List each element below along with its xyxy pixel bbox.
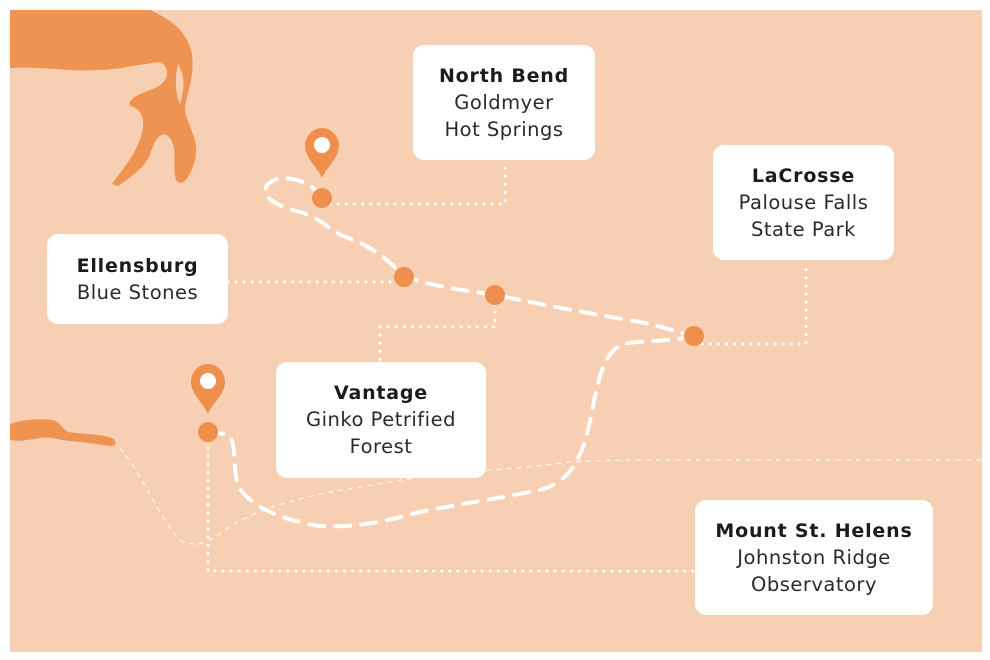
location-card-vantage[interactable]: Vantage Ginko Petrified Forest bbox=[276, 362, 486, 478]
trip-route bbox=[206, 176, 696, 529]
location-card-mount-st-helens[interactable]: Mount St. Helens Johnston Ridge Observat… bbox=[695, 500, 933, 615]
connector-lines bbox=[206, 160, 808, 573]
location-subtitle: Ginko Petrified Forest bbox=[306, 408, 456, 458]
state-border-lines bbox=[119, 447, 982, 545]
location-card-north-bend[interactable]: North Bend Goldmyer Hot Springs bbox=[413, 45, 595, 160]
land-shoreline-north bbox=[10, 10, 197, 186]
stop-lacrosse[interactable] bbox=[684, 326, 704, 346]
land-inlet bbox=[175, 64, 184, 104]
stop-mount-st-helens[interactable] bbox=[198, 422, 218, 442]
location-title: Vantage bbox=[333, 382, 428, 404]
stop-ellensburg[interactable] bbox=[394, 267, 414, 287]
stop-vantage[interactable] bbox=[485, 285, 505, 305]
land-shoreline-south bbox=[10, 419, 116, 446]
map-pin-icon[interactable] bbox=[191, 364, 225, 414]
map-pin-icon[interactable] bbox=[305, 128, 339, 178]
stop-markers bbox=[198, 188, 704, 442]
location-card-ellensburg[interactable]: Ellensburg Blue Stones bbox=[47, 234, 228, 324]
location-subtitle: Goldmyer Hot Springs bbox=[444, 90, 564, 141]
location-title: LaCrosse bbox=[751, 164, 856, 187]
location-subtitle: Palouse Falls State Park bbox=[738, 190, 869, 241]
stop-north-bend[interactable] bbox=[312, 188, 332, 208]
location-title: Mount St. Helens bbox=[715, 519, 913, 542]
location-card-lacrosse[interactable]: LaCrosse Palouse Falls State Park bbox=[713, 145, 894, 260]
location-subtitle: Johnston Ridge Observatory bbox=[737, 545, 891, 596]
location-subtitle: Blue Stones bbox=[76, 280, 199, 304]
location-title: North Bend bbox=[438, 64, 570, 87]
location-title: Ellensburg bbox=[76, 254, 199, 277]
